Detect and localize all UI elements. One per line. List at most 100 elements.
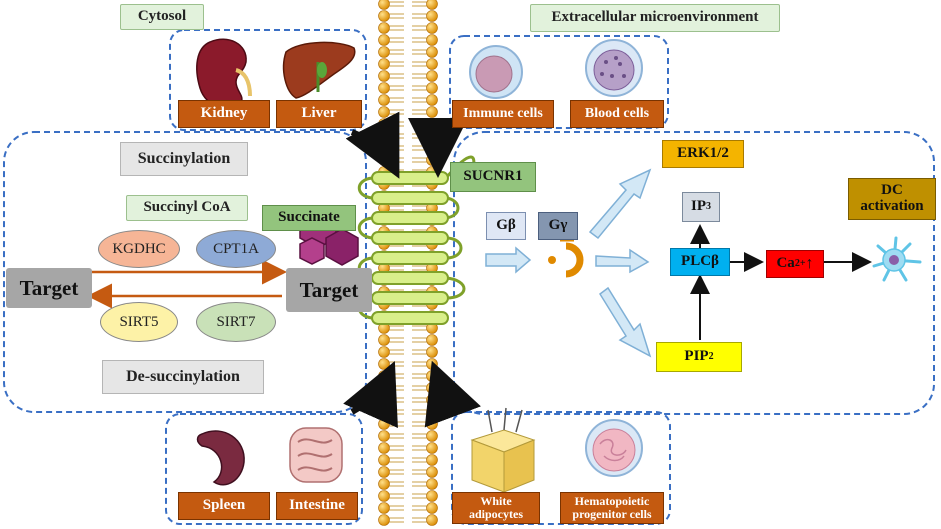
lipid-tail xyxy=(389,1,404,7)
lipid-head xyxy=(426,22,438,34)
lipid-tail xyxy=(412,37,427,43)
lipid-head xyxy=(426,454,438,466)
ip3-text: IP xyxy=(691,198,706,215)
blood-cells-label: Blood cells xyxy=(570,100,664,128)
lipid-head xyxy=(378,514,390,526)
lipid-head xyxy=(378,82,390,94)
lipid-head xyxy=(378,334,390,346)
g-beta-label: Gβ xyxy=(486,212,526,240)
lipid-tail xyxy=(389,13,404,19)
lipid-tail xyxy=(389,121,404,127)
arrow-sucnr1-to-g xyxy=(485,246,532,274)
lipid-head xyxy=(426,490,438,502)
lipid-tail xyxy=(412,349,427,355)
lipid-tail xyxy=(389,517,404,523)
arrow-to-erk xyxy=(588,168,652,240)
intestine-label: Intestine xyxy=(276,492,358,520)
lipid-tail xyxy=(412,337,427,343)
lipid-tail xyxy=(389,61,404,67)
arrow-bottom-right-in xyxy=(424,360,481,428)
lipid-head xyxy=(426,394,438,406)
lipid-tail xyxy=(412,409,427,415)
pip2-text: PIP xyxy=(684,348,709,365)
lipid-tail xyxy=(389,349,404,355)
succinyl-coa-label: Succinyl CoA xyxy=(126,195,248,221)
succinate-label: Succinate xyxy=(262,205,356,231)
lipid-head xyxy=(426,514,438,526)
lipid-tail xyxy=(389,337,404,343)
lipid-tail xyxy=(389,421,404,427)
lipid-tail xyxy=(389,265,404,271)
liver-label: Liver xyxy=(276,100,362,128)
lipid-head xyxy=(426,442,438,454)
plcb-label: PLCβ xyxy=(670,248,730,276)
lipid-head xyxy=(426,46,438,58)
dashed-regions xyxy=(3,29,935,525)
lipid-tail xyxy=(412,433,427,439)
arrow-to-pip2 xyxy=(599,286,652,358)
lipid-head xyxy=(426,130,438,142)
lipid-tail xyxy=(412,61,427,67)
organ-arrows xyxy=(343,111,481,429)
lipid-head xyxy=(426,82,438,94)
lipid-head xyxy=(378,10,390,22)
lipid-head xyxy=(378,454,390,466)
lipid-head xyxy=(426,94,438,106)
lipid-head xyxy=(426,58,438,70)
kgdhc-enzyme: KGDHC xyxy=(98,230,180,268)
spleen-icon xyxy=(196,430,245,486)
lipid-head xyxy=(378,442,390,454)
signaling-region xyxy=(453,131,935,415)
ca-increase-arrow: ↑ xyxy=(805,254,814,272)
white-adipocytes-label: White adipocytes xyxy=(452,492,540,524)
ip3-subscript: 3 xyxy=(706,200,711,212)
lipid-head xyxy=(378,358,390,370)
lipid-head xyxy=(426,118,438,130)
extracellular-label: Extracellular microenvironment xyxy=(530,4,780,32)
progenitor-cell-icon xyxy=(585,419,643,477)
lipid-tail xyxy=(389,25,404,31)
lipid-head xyxy=(426,418,438,430)
lipid-head xyxy=(378,430,390,442)
lipid-tail xyxy=(389,37,404,43)
lipid-head xyxy=(426,406,438,418)
blood-cell-icon xyxy=(585,39,643,97)
spleen-label: Spleen xyxy=(178,492,270,520)
cytosol-organs-box xyxy=(169,29,367,131)
lipid-head xyxy=(378,418,390,430)
lipid-tail xyxy=(412,13,427,19)
lipid-tail xyxy=(389,73,404,79)
lipid-tail xyxy=(412,469,427,475)
lipid-tail xyxy=(389,145,404,151)
arrow-bottom-left-in xyxy=(343,361,398,429)
lipid-head xyxy=(378,130,390,142)
lipid-head xyxy=(378,58,390,70)
sucnr1-label: SUCNR1 xyxy=(450,162,536,192)
de-succinylation-label: De-succinylation xyxy=(102,360,264,394)
lipid-tail xyxy=(412,205,427,211)
immune-cell-icon xyxy=(469,45,523,99)
lipid-head xyxy=(378,406,390,418)
succinylation-arrows xyxy=(87,259,287,309)
liver-icon xyxy=(282,41,356,99)
ca-superscript: 2+ xyxy=(794,257,806,269)
lipid-tail xyxy=(389,505,404,511)
succinylation-region xyxy=(3,131,367,413)
lipid-head xyxy=(378,466,390,478)
lipid-head xyxy=(426,34,438,46)
lipid-tail xyxy=(412,133,427,139)
lipid-tail xyxy=(412,505,427,511)
lipid-tail xyxy=(389,433,404,439)
succinylation-label: Succinylation xyxy=(120,142,248,176)
lipid-head xyxy=(426,430,438,442)
lipid-head xyxy=(426,502,438,514)
lipid-tail xyxy=(412,73,427,79)
lipid-tail xyxy=(412,397,427,403)
lipid-tail xyxy=(412,265,427,271)
lipid-tail xyxy=(389,49,404,55)
sirt5-enzyme: SIRT5 xyxy=(100,302,178,342)
lipid-tail xyxy=(412,517,427,523)
lipid-head xyxy=(378,106,390,118)
